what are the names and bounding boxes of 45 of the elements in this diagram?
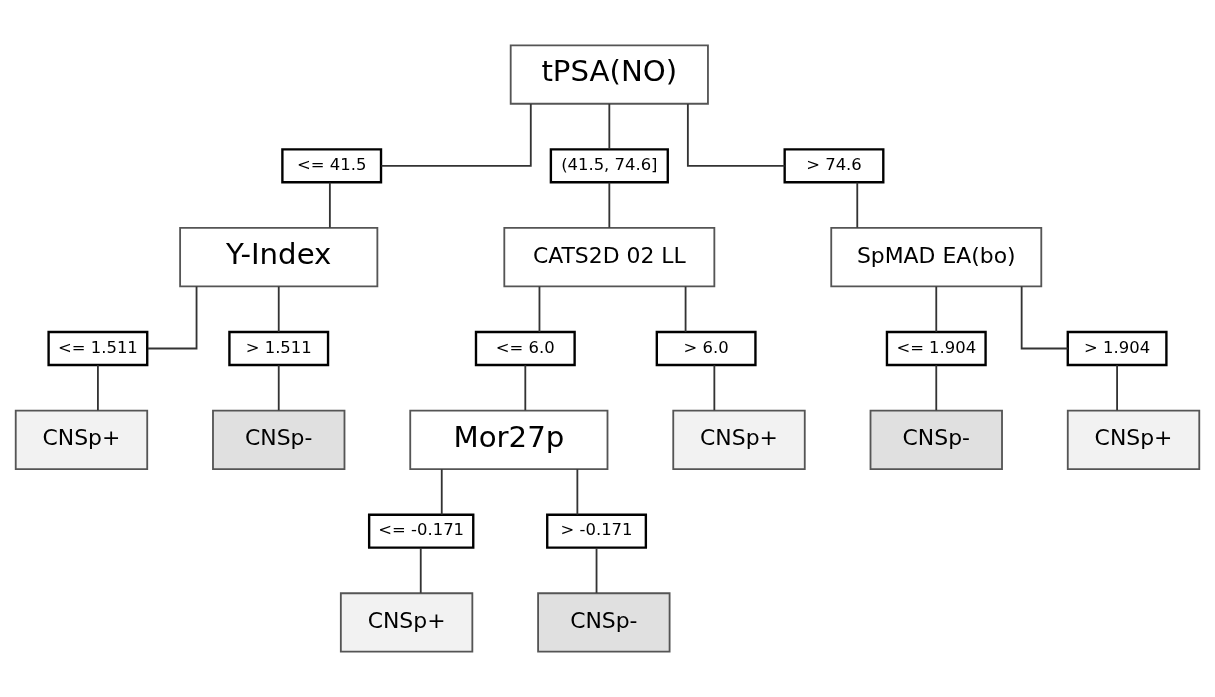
- node-box: > 6.0: [655, 330, 757, 367]
- connector: [419, 547, 422, 594]
- connector: [97, 364, 99, 412]
- node-box: > 1.904: [1066, 330, 1168, 367]
- connector: [686, 103, 786, 167]
- connector: [524, 364, 527, 412]
- node-box: > 1.511: [228, 330, 330, 367]
- node-box: CNSp-: [537, 592, 671, 653]
- connector: [608, 181, 611, 229]
- connector: [684, 285, 687, 333]
- connector: [595, 547, 598, 594]
- connector: [608, 103, 611, 151]
- connector: [1020, 285, 1069, 350]
- connector: [440, 468, 443, 516]
- connector: [576, 468, 579, 516]
- connector: [277, 285, 280, 333]
- node-box: tPSA(NO): [509, 44, 709, 105]
- node-box: <= -0.171: [367, 513, 475, 549]
- node-box: CATS2D 02 LL: [503, 227, 716, 288]
- node-box: CNSp+: [14, 409, 149, 470]
- node-box: (41.5, 74.6]: [549, 148, 669, 184]
- node-box: > 74.6: [783, 148, 885, 184]
- connector: [277, 364, 280, 412]
- node-box: CNSp+: [672, 409, 806, 470]
- node-box: CNSp+: [1066, 409, 1201, 470]
- connector: [328, 181, 331, 229]
- node-box: CNSp-: [212, 409, 346, 470]
- connector: [935, 285, 938, 333]
- connector: [713, 364, 716, 412]
- node-box: SpMAD EA(bo): [830, 227, 1043, 288]
- node-box: Y-Index: [179, 227, 379, 288]
- connector: [1116, 364, 1118, 412]
- connector: [146, 285, 198, 350]
- connector: [538, 285, 541, 333]
- connector: [380, 103, 532, 167]
- node-box: > -0.171: [546, 513, 648, 549]
- node-box: Mor27p: [409, 409, 609, 470]
- node-box: CNSp+: [339, 592, 474, 653]
- connector: [856, 181, 859, 229]
- node-box: <= 41.5: [281, 148, 383, 184]
- node-box: <= 6.0: [474, 330, 576, 367]
- connector: [935, 364, 938, 412]
- node-box: <= 1.511: [47, 330, 149, 367]
- node-box: CNSp-: [869, 409, 1003, 470]
- node-box: <= 1.904: [885, 330, 987, 367]
